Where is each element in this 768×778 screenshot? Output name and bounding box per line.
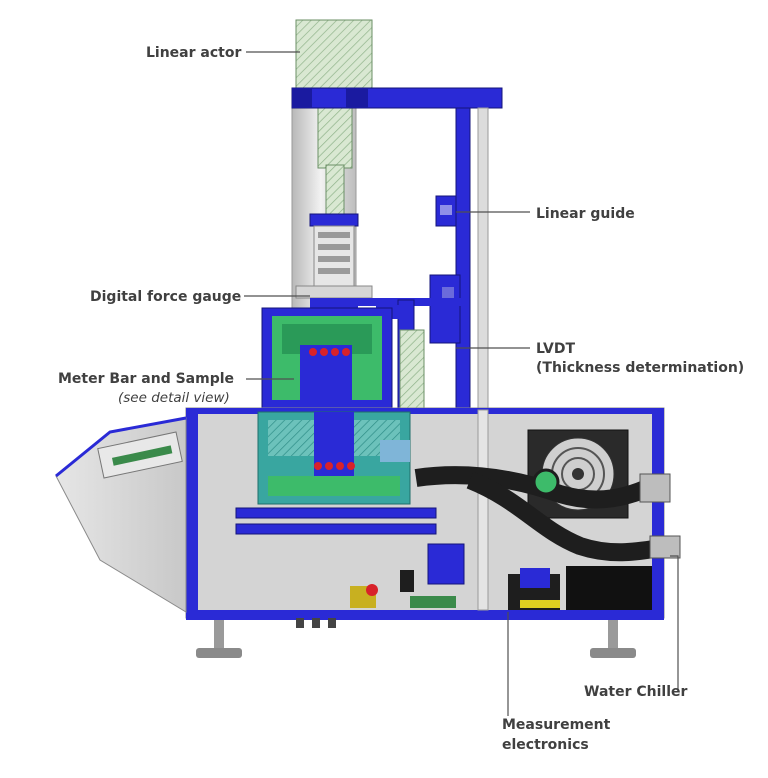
feet [196, 618, 636, 658]
leader-lines [244, 51, 679, 716]
chiller-connector-bottom [649, 535, 681, 559]
base-plates [235, 507, 437, 535]
label-lvdt: LVDT [536, 341, 575, 357]
cabinet-frame-right [652, 408, 664, 618]
cooling-hose-lower [466, 471, 662, 562]
label-digital-force-gauge: Digital force gauge [90, 289, 242, 305]
leader-water-chiller [670, 555, 679, 690]
cabinet-frame-left [186, 408, 198, 618]
force-gauge-assembly [295, 213, 466, 308]
label-meter-bar: Meter Bar and Sample [58, 371, 235, 387]
label-lvdt-detail: (Thickness determination) [536, 360, 745, 376]
label-measurement: Measurement [502, 717, 611, 733]
electronics-boards [350, 543, 652, 610]
label-linear-actor: Linear actor [146, 45, 242, 61]
label-water-chiller: Water Chiller [584, 684, 688, 700]
meter-bar-housing [261, 307, 393, 409]
cooling-hose-upper [414, 466, 656, 509]
label-electronics: electronics [502, 737, 589, 753]
label-linear-guide: Linear guide [536, 206, 635, 222]
cabinet-top [186, 408, 664, 414]
side-hood [55, 416, 187, 613]
label-meter-bar-detail: (see detail view) [118, 390, 230, 406]
cabinet-inner-divider [477, 409, 489, 611]
top-crossbar [291, 87, 503, 109]
chiller-connector-top [639, 473, 671, 503]
lower-sample-chamber [257, 411, 411, 505]
pump-fitting [532, 468, 560, 496]
cabinet-bottom [186, 610, 664, 620]
